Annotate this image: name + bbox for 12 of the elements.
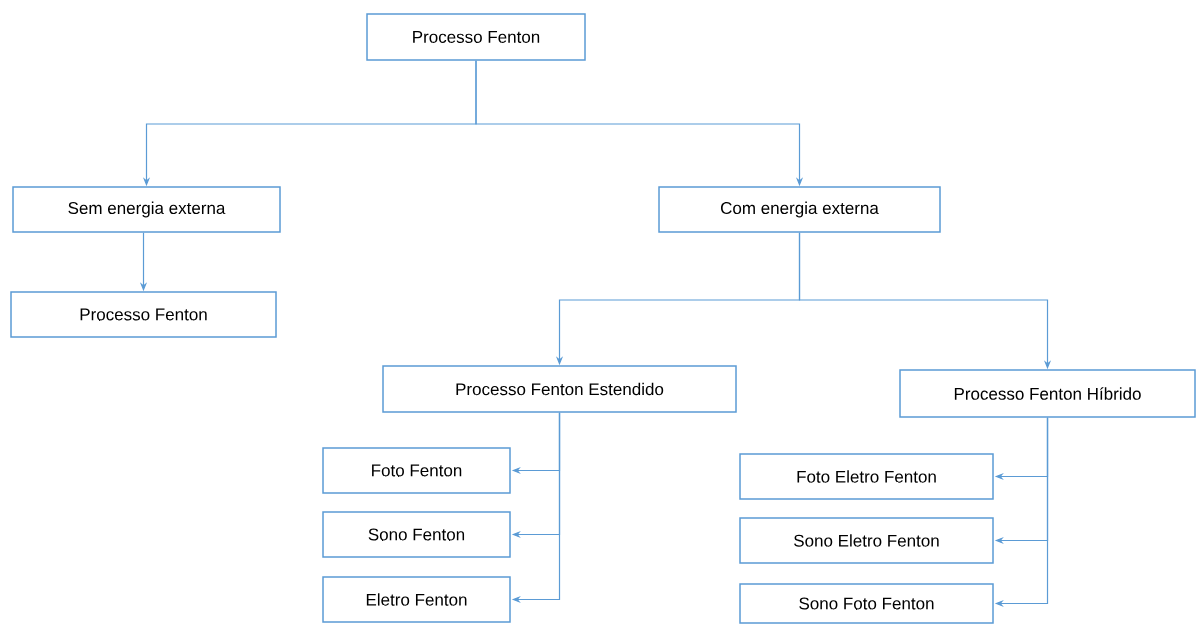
process-box: Sem energia externa (12, 186, 281, 233)
process-box: Sono Fenton (322, 511, 511, 558)
process-box: Sono Foto Fenton (739, 583, 994, 624)
process-box: Foto Fenton (322, 447, 511, 494)
process-box: Com energia externa (658, 186, 941, 233)
process-box: Processo Fenton Estendido (382, 365, 737, 413)
process-box: Processo Fenton Híbrido (899, 369, 1196, 418)
process-box: Eletro Fenton (322, 576, 511, 623)
process-box: Foto Eletro Fenton (739, 453, 994, 500)
process-box: Processo Fenton (10, 291, 277, 338)
process-box: Sono Eletro Fenton (739, 517, 994, 564)
process-box: Processo Fenton (366, 13, 586, 61)
